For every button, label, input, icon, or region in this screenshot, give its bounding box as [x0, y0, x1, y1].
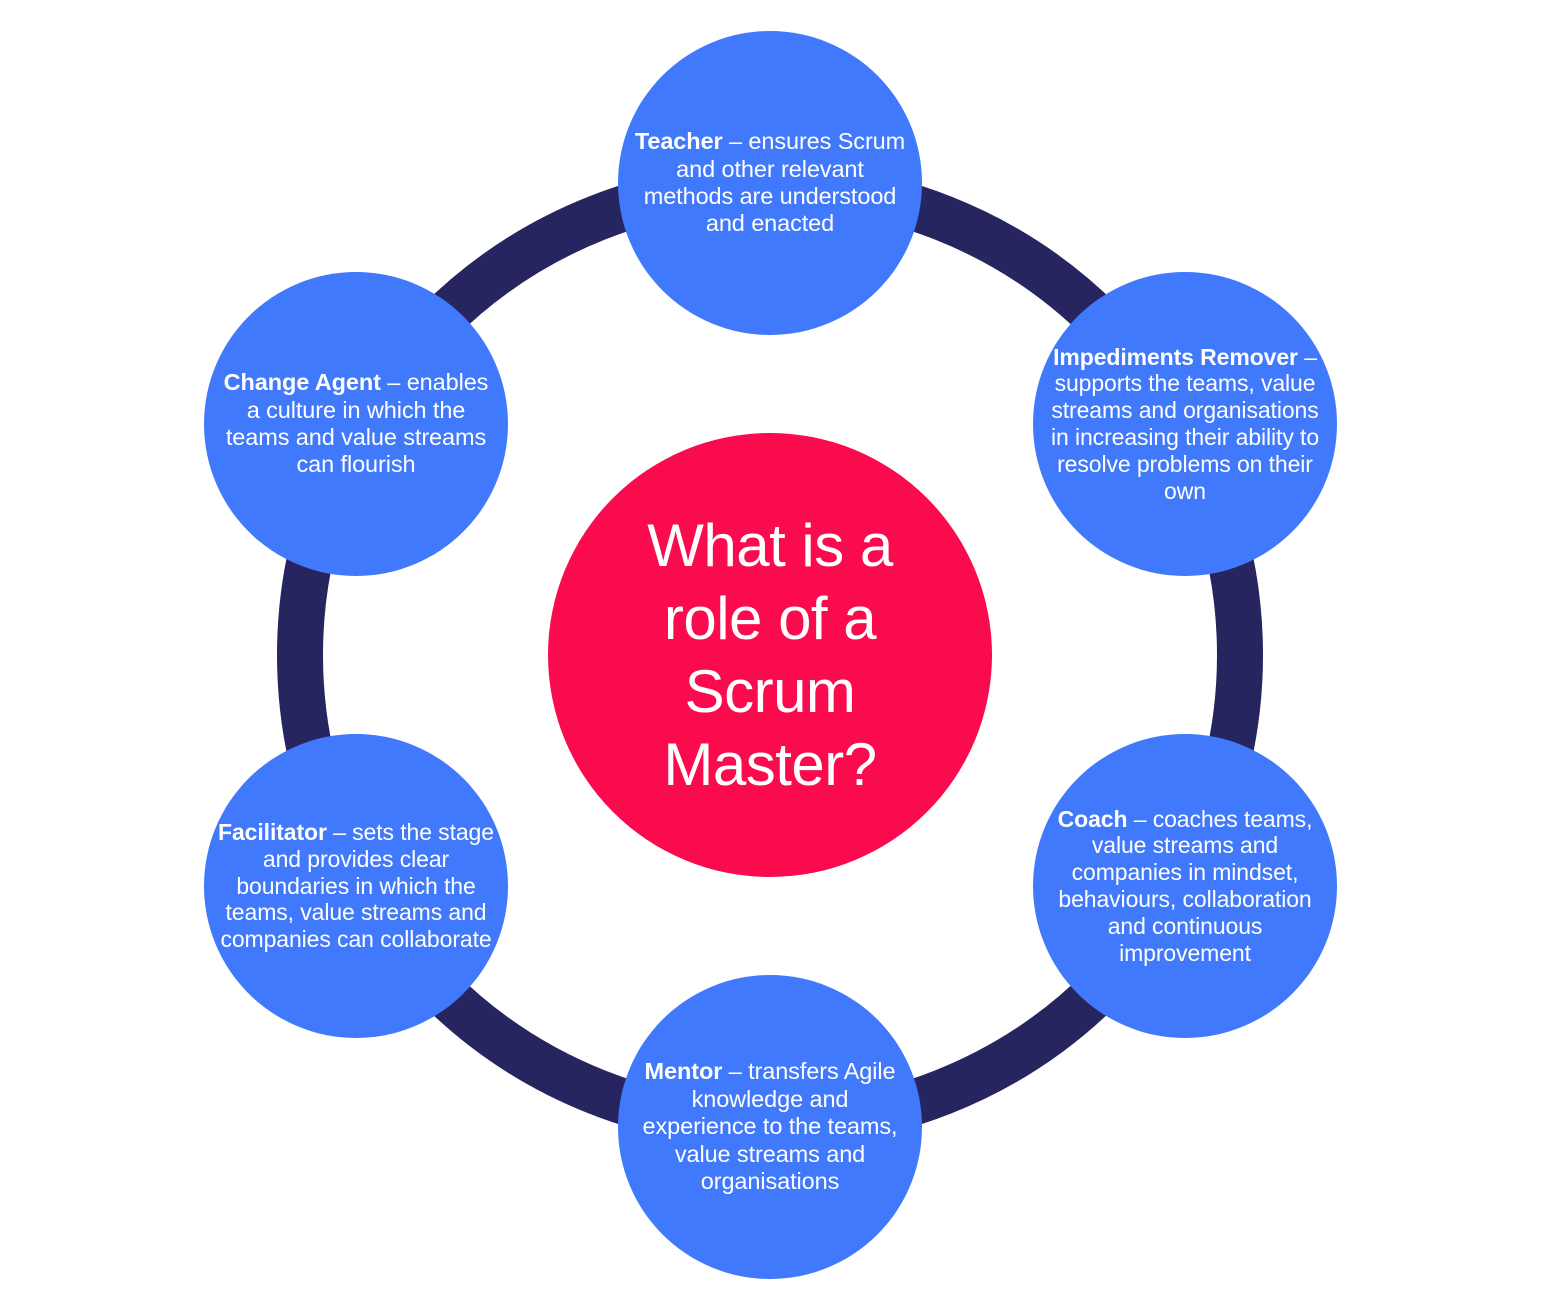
role-description-change-agent: enables a culture in which the teams and… — [225, 369, 489, 478]
role-circle-facilitator[interactable]: Facilitator – sets the stage and provide… — [204, 734, 508, 1038]
role-circle-change-agent[interactable]: Change Agent – enables a culture in whic… — [204, 272, 508, 576]
role-description-coach: coaches teams, value streams and compani… — [1058, 805, 1313, 966]
role-dash-facilitator: – — [326, 819, 353, 846]
center-circle-question: What is a role of a Scrum Master? — [548, 433, 992, 877]
role-dash-coach: – — [1127, 805, 1153, 832]
role-name-change-agent: Change Agent — [223, 369, 381, 396]
role-text-coach: Coach – coaches teams, value streams and… — [1047, 806, 1323, 967]
center-line-4: Master? — [663, 731, 877, 799]
role-name-teacher: Teacher — [634, 128, 723, 155]
role-name-mentor: Mentor — [644, 1058, 723, 1085]
role-dash-teacher: – — [722, 128, 749, 155]
role-description-teacher: ensures Scrum and other relevant methods… — [643, 128, 906, 237]
role-text-facilitator: Facilitator – sets the stage and provide… — [218, 819, 494, 953]
center-line-1: What is a — [647, 511, 893, 579]
role-name-facilitator: Facilitator — [218, 819, 327, 846]
center-line-3: Scrum — [684, 658, 856, 725]
role-name-coach: Coach — [1057, 805, 1128, 832]
role-dash-impediments-remover: – — [1297, 343, 1317, 370]
role-circle-teacher[interactable]: Teacher – ensures Scrum and other releva… — [618, 31, 922, 335]
role-text-impediments-remover: Impediments Remover – supports the teams… — [1047, 344, 1323, 505]
role-name-impediments-remover: Impediments Remover — [1053, 343, 1298, 370]
role-circle-coach[interactable]: Coach – coaches teams, value streams and… — [1033, 734, 1337, 1038]
role-circle-impediments-remover[interactable]: Impediments Remover – supports the teams… — [1033, 272, 1337, 576]
role-circle-mentor[interactable]: Mentor – transfers Agile knowledge and e… — [618, 975, 922, 1279]
role-text-teacher: Teacher – ensures Scrum and other releva… — [632, 128, 908, 238]
role-dash-change-agent: – — [380, 369, 407, 396]
role-description-facilitator: sets the stage and provides clear bounda… — [220, 819, 494, 953]
role-description-impediments-remover: supports the teams, value streams and or… — [1050, 370, 1320, 504]
role-description-mentor: transfers Agile knowledge and experience… — [642, 1058, 898, 1195]
role-text-mentor: Mentor – transfers Agile knowledge and e… — [632, 1058, 908, 1195]
center-line-2: role of a — [663, 584, 877, 652]
role-dash-mentor: – — [722, 1058, 749, 1085]
role-text-change-agent: Change Agent – enables a culture in whic… — [218, 369, 494, 479]
center-question-text: What is a role of a Scrum Master? — [647, 509, 893, 802]
